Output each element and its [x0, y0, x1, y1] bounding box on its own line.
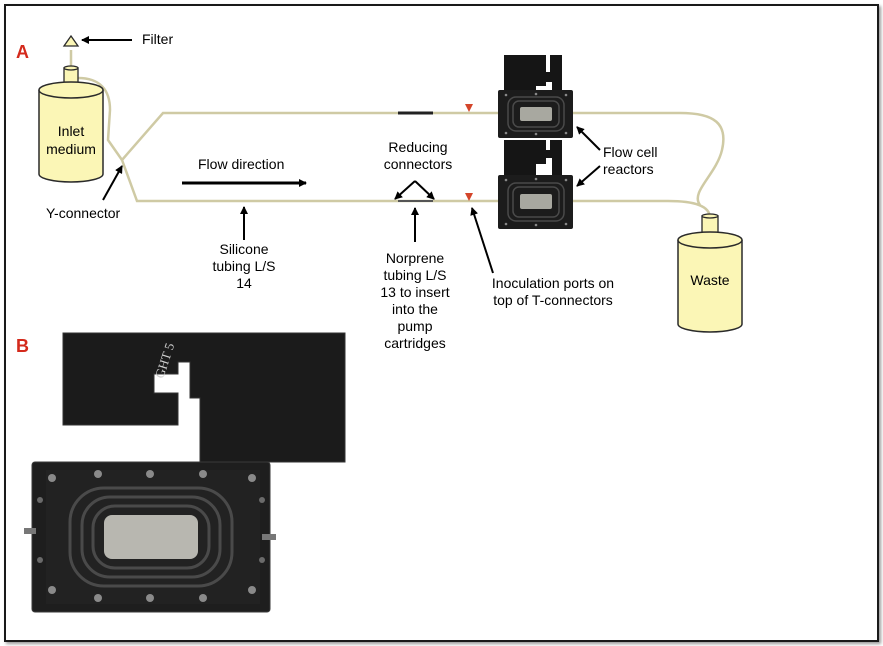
waste-label: Waste: [690, 272, 730, 288]
flow-cell-reactors-label: Flow cell reactors: [603, 144, 657, 178]
panel-label-b: B: [16, 336, 29, 356]
flow-cell-photo: GHT 5: [24, 332, 346, 613]
top-tube: [121, 111, 510, 161]
flow-cell-reactor-bottom: [498, 140, 573, 229]
y-connector-label: Y-connector: [46, 205, 121, 221]
filter-label: Filter: [142, 31, 174, 47]
inoculation-label-line2: top of T-connectors: [493, 292, 613, 308]
silicone-label-line1: Silicone: [219, 241, 269, 257]
y-connector-arrow: [102, 165, 123, 201]
inlet-label-line1: Inlet: [57, 123, 85, 139]
reducing-label-line1: Reducing: [388, 139, 448, 155]
flow-cell-reactor-top: [498, 55, 573, 138]
norprene-label-line1: Norprene: [385, 250, 445, 266]
waste-tank: [677, 213, 743, 333]
inoculation-port-bottom: [465, 193, 473, 201]
top-outlet-tube: [570, 111, 725, 206]
annotation-arrows: [81, 36, 601, 274]
silicone-label-line2: tubing L/S: [212, 258, 276, 274]
inoculation-ports-label: Inoculation ports on top of T-connectors: [478, 275, 628, 309]
flow-cell-label-line1: Flow cell: [603, 144, 658, 160]
filter-icon: [62, 34, 80, 47]
reducing-label-line2: connectors: [383, 156, 453, 172]
flow-direction-label: Flow direction: [198, 156, 285, 172]
inoculation-port-top: [465, 104, 473, 112]
norprene-label-line2: tubing L/S: [383, 267, 447, 283]
inlet-tube: [77, 76, 124, 161]
reducing-arrow-right: [414, 180, 435, 200]
norprene-label-line6: cartridges: [384, 335, 446, 351]
tubing: [69, 50, 725, 219]
silicone-label-line3: 14: [236, 275, 252, 291]
flow-cell-arrow-top: [576, 126, 601, 151]
figure-border: [4, 4, 879, 642]
norprene-label-line5: pump: [397, 318, 433, 334]
silicone-tubing-label: Silicone tubing L/S 14: [204, 241, 284, 292]
inlet-medium-label: Inlet medium: [41, 122, 101, 158]
panel-label-a: A: [16, 42, 29, 62]
flow-cell-label-line2: reactors: [603, 161, 654, 177]
reducing-connectors-label: Reducing connectors: [368, 139, 468, 173]
bottom-tube: [120, 159, 510, 203]
norprene-label-line4: into the: [392, 301, 438, 317]
inoculation-arrow: [470, 207, 494, 274]
reducing-arrow-left: [394, 180, 416, 200]
norprene-tubing-label: Norprene tubing L/S 13 to insert into th…: [370, 250, 460, 352]
inlet-label-line2: medium: [46, 141, 96, 157]
inoculation-label-line1: Inoculation ports on: [491, 275, 615, 291]
norprene-label-line3: 13 to insert: [380, 284, 450, 300]
bottom-outlet-tube: [570, 199, 712, 219]
flow-cell-arrow-bottom: [576, 165, 601, 187]
inlet-tank: [38, 65, 104, 183]
